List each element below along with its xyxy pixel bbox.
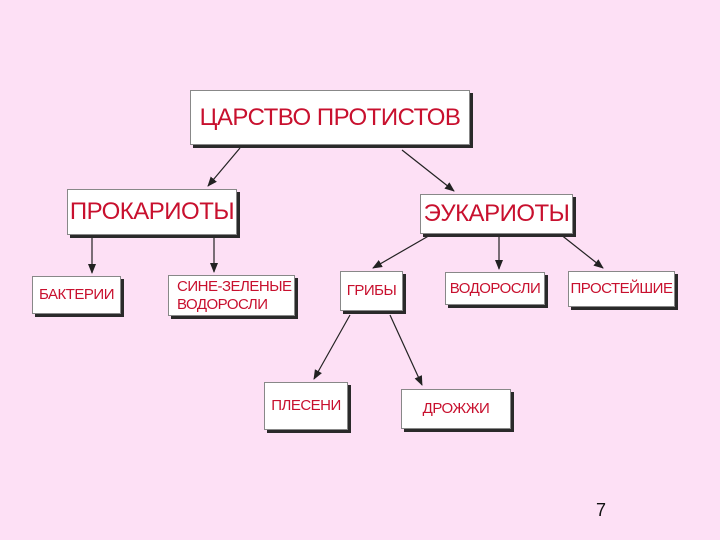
edge-eukaryotes-fungi — [372, 233, 433, 269]
node-blue-green-algae: СИНЕ-ЗЕЛЕНЫЕ ВОДОРОСЛИ — [168, 275, 295, 316]
edge-root-prokaryotes — [207, 147, 241, 187]
node-bacteria: БАКТЕРИИ — [32, 276, 121, 314]
edge-eukaryotes-protozoa — [559, 233, 604, 269]
page-number: 7 — [596, 500, 607, 520]
node-eukaryotes: ЭУКАРИОТЫ — [420, 194, 573, 234]
edge-fungi-molds — [313, 314, 351, 380]
node-molds: ПЛЕСЕНИ — [264, 382, 348, 430]
node-kingdom-protists: ЦАРСТВО ПРОТИСТОВ — [190, 90, 470, 145]
edge-fungi-yeast — [389, 314, 423, 386]
node-prokaryotes: ПРОКАРИОТЫ — [67, 189, 237, 235]
node-algae: ВОДОРОСЛИ — [445, 272, 545, 305]
node-fungi: ГРИБЫ — [340, 271, 403, 311]
edge-root-eukaryotes — [401, 149, 455, 192]
node-yeast: ДРОЖЖИ — [401, 389, 511, 429]
node-protozoa: ПРОСТЕЙШИЕ — [568, 271, 675, 307]
